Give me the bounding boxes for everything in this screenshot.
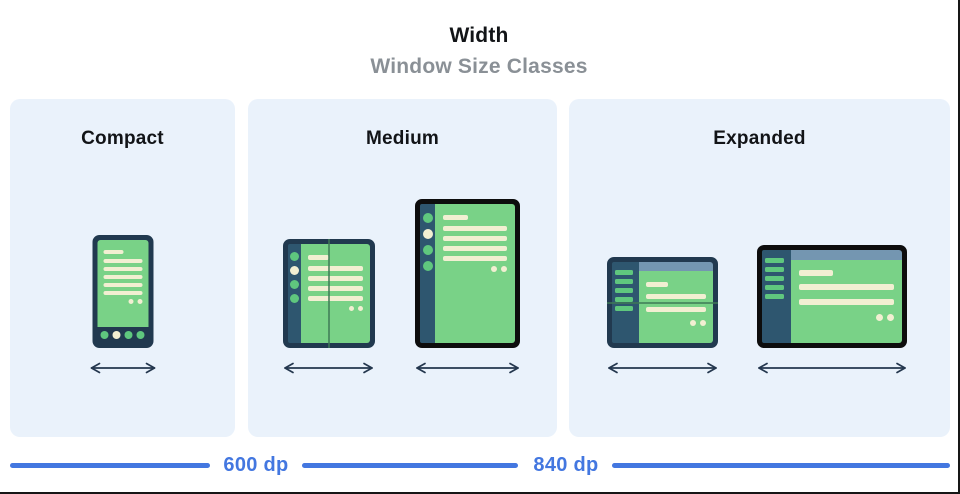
text-placeholder-line	[307, 286, 363, 291]
nav-item-bar	[615, 297, 633, 302]
tablet-landscape-device-group	[756, 245, 908, 374]
text-placeholder-line	[103, 283, 142, 287]
rail-dot-icon	[422, 261, 433, 271]
text-placeholder-line	[646, 294, 706, 299]
nav-dot-icon	[100, 331, 109, 339]
phone-illustration	[92, 235, 153, 348]
nav-dot-icon	[136, 331, 145, 339]
panel-medium-label: Medium	[366, 128, 439, 149]
width-arrow-icon	[758, 362, 906, 374]
nav-dot-icon	[124, 331, 133, 339]
nav-item-bar	[765, 276, 784, 281]
content-pane	[791, 250, 902, 343]
ruler-line-segment	[612, 463, 950, 468]
foldable-open-portrait-illustration	[282, 239, 375, 348]
rail-dot-icon	[289, 252, 299, 261]
action-dots	[799, 314, 894, 321]
nav-rail	[420, 204, 435, 343]
nav-item-bar	[765, 258, 784, 263]
text-placeholder-line	[646, 282, 668, 287]
panel-expanded: Expanded	[569, 99, 950, 437]
text-placeholder-line	[307, 266, 363, 271]
page-subtitle: Window Size Classes	[370, 55, 588, 78]
phone-screen	[97, 240, 148, 327]
rail-dot-icon	[289, 280, 299, 289]
text-placeholder-line	[443, 236, 507, 241]
action-dots	[103, 299, 142, 304]
action-dots	[443, 266, 507, 272]
tablet-landscape-screen	[791, 260, 902, 343]
phone-navbar	[97, 327, 148, 343]
nav-rail	[287, 244, 301, 343]
tablet-landscape-illustration	[757, 245, 907, 348]
text-placeholder-line	[799, 284, 894, 290]
text-placeholder-line	[443, 226, 507, 231]
text-placeholder-line	[103, 250, 123, 254]
panel-compact: Compact	[10, 99, 235, 437]
ruler-line-segment	[10, 463, 210, 468]
foldable-screen	[300, 244, 370, 343]
tablet-portrait-device-group	[414, 199, 521, 374]
content-pane	[639, 262, 713, 343]
width-arrow-icon	[416, 362, 519, 374]
text-placeholder-line	[443, 215, 468, 220]
action-dots	[646, 320, 706, 326]
app-topbar	[639, 262, 713, 271]
tablet-screen	[435, 204, 515, 343]
text-placeholder-line	[307, 255, 329, 260]
app-topbar	[791, 250, 902, 260]
page-title: Width	[449, 24, 509, 47]
nav-sidebar	[762, 250, 791, 343]
foldable-portrait-device-group	[282, 239, 375, 374]
nav-item-bar	[765, 285, 784, 290]
text-placeholder-line	[103, 259, 142, 263]
text-placeholder-line	[443, 246, 507, 251]
rail-dot-icon	[289, 266, 299, 275]
text-placeholder-line	[307, 276, 363, 281]
tablet-portrait-illustration	[415, 199, 520, 348]
rail-dot-icon	[422, 245, 433, 255]
breakpoint-600dp-label: 600 dp	[223, 454, 289, 476]
ruler-line-segment	[302, 463, 518, 468]
text-placeholder-line	[799, 270, 833, 276]
panel-expanded-label: Expanded	[713, 128, 806, 149]
nav-item-bar	[615, 306, 633, 311]
nav-item-bar	[615, 279, 633, 284]
figure-header: Width Window Size Classes	[0, 24, 958, 79]
action-dots	[308, 306, 363, 311]
text-placeholder-line	[103, 267, 142, 271]
foldable-landscape-device-group	[606, 257, 719, 374]
panel-medium: Medium	[248, 99, 557, 437]
breakpoint-840dp-label: 840 dp	[533, 454, 599, 476]
text-placeholder-line	[443, 256, 507, 261]
foldable-open-landscape-illustration	[607, 257, 718, 348]
text-placeholder-line	[646, 307, 706, 312]
width-arrow-icon	[284, 362, 373, 374]
text-placeholder-line	[103, 291, 142, 295]
nav-item-bar	[765, 294, 784, 299]
rail-dot-icon	[422, 213, 433, 223]
fold-crease	[327, 239, 330, 348]
nav-item-bar	[765, 267, 784, 272]
panel-compact-label: Compact	[81, 128, 164, 149]
rail-dot-icon	[289, 294, 299, 303]
text-placeholder-line	[307, 296, 363, 301]
nav-item-bar	[615, 288, 633, 293]
phone-device-group	[88, 235, 157, 374]
nav-item-bar	[615, 270, 633, 275]
text-placeholder-line	[103, 275, 142, 279]
text-placeholder-line	[799, 299, 894, 305]
foldable-landscape-screen	[639, 271, 713, 343]
width-arrow-icon	[90, 362, 155, 374]
rail-dot-icon	[422, 229, 433, 239]
fold-crease	[607, 301, 718, 304]
nav-dot-icon	[112, 331, 121, 339]
width-arrow-icon	[608, 362, 717, 374]
